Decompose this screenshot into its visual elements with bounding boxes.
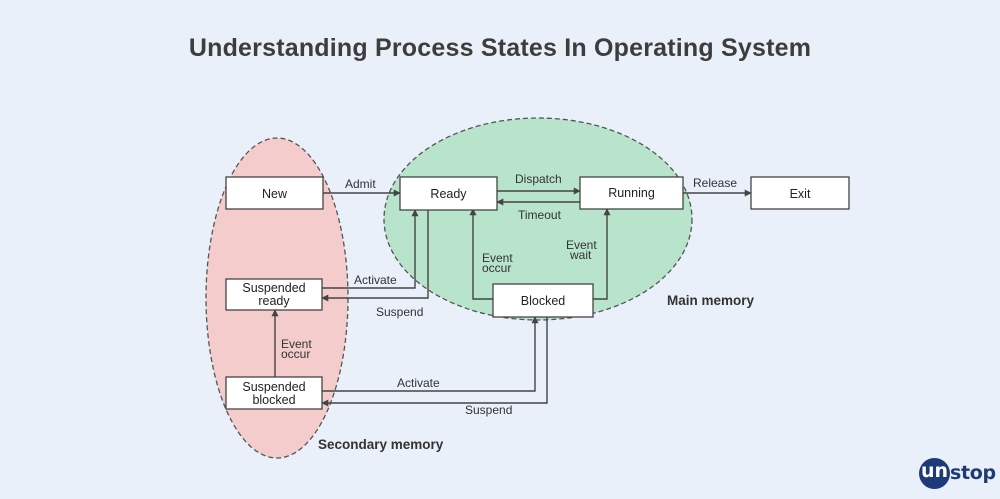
state-new: New bbox=[225, 176, 324, 210]
event-occur-main-label-line-1: Event bbox=[482, 251, 513, 265]
event-occur-secondary-label-line-2: occur bbox=[281, 347, 310, 361]
state-running-label: Running bbox=[608, 186, 655, 200]
event-wait-label-line-2: wait bbox=[569, 248, 592, 262]
state-blocked-label: Blocked bbox=[521, 294, 566, 308]
main-memory-label: Main memory bbox=[667, 293, 755, 308]
state-blocked: Blocked bbox=[492, 283, 594, 318]
state-running: Running bbox=[579, 176, 684, 210]
activate-blocked-label: Activate bbox=[397, 376, 440, 390]
suspend-ready-edge bbox=[321, 210, 429, 302]
activate-ready-edge bbox=[322, 209, 419, 289]
dispatch-label: Dispatch bbox=[515, 172, 562, 186]
state-exit: Exit bbox=[750, 176, 850, 210]
suspend-blocked-label: Suspend bbox=[465, 403, 512, 417]
state-exit-label: Exit bbox=[790, 187, 811, 201]
state-suspended-ready-line-2: ready bbox=[258, 294, 290, 308]
event-wait-label-line-1: Event bbox=[566, 238, 597, 252]
state-suspended-ready: Suspended ready bbox=[225, 278, 323, 311]
state-suspended-blocked-line-2: blocked bbox=[252, 393, 295, 407]
state-suspended-ready-line-1: Suspended bbox=[242, 281, 305, 295]
event-occur-main-label-line-2: occur bbox=[482, 261, 511, 275]
secondary-memory-label: Secondary memory bbox=[318, 437, 444, 452]
unstop-logo: un stop bbox=[919, 457, 996, 489]
state-suspended-blocked: Suspended blocked bbox=[225, 376, 323, 410]
state-ready-label: Ready bbox=[430, 187, 467, 201]
timeout-label: Timeout bbox=[518, 208, 562, 222]
activate-blocked-edge bbox=[322, 316, 539, 392]
state-new-label: New bbox=[262, 187, 288, 201]
state-suspended-blocked-line-1: Suspended bbox=[242, 380, 305, 394]
unstop-logo-badge: un bbox=[919, 457, 950, 489]
suspend-ready-label: Suspend bbox=[376, 305, 423, 319]
state-ready: Ready bbox=[399, 176, 498, 211]
admit-label: Admit bbox=[345, 177, 376, 191]
page-title: Understanding Process States In Operatin… bbox=[188, 34, 812, 62]
suspend-blocked-edge bbox=[321, 317, 548, 407]
release-label: Release bbox=[693, 176, 737, 190]
unstop-logo-text: stop bbox=[950, 462, 996, 484]
activate-ready-label: Activate bbox=[354, 273, 397, 287]
event-occur-secondary-label-line-1: Event bbox=[281, 337, 312, 351]
event-occur-main-edge bbox=[469, 208, 493, 300]
event-wait-edge bbox=[593, 208, 611, 300]
